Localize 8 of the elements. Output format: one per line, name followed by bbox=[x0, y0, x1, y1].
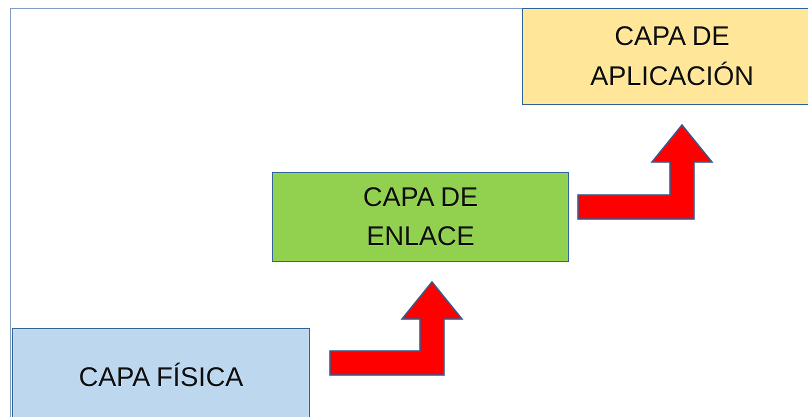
layer-label: CAPA DE ENLACE bbox=[362, 180, 480, 253]
layer-box bbox=[522, 8, 808, 105]
bent-arrow bbox=[577, 124, 714, 220]
layer-label: CAPA FÍSICA bbox=[78, 361, 244, 394]
layer-box bbox=[272, 172, 569, 262]
layer-box bbox=[12, 328, 310, 417]
layer-label: CAPA DE APLICACIÓN bbox=[589, 20, 755, 92]
bent-arrow bbox=[329, 280, 464, 376]
